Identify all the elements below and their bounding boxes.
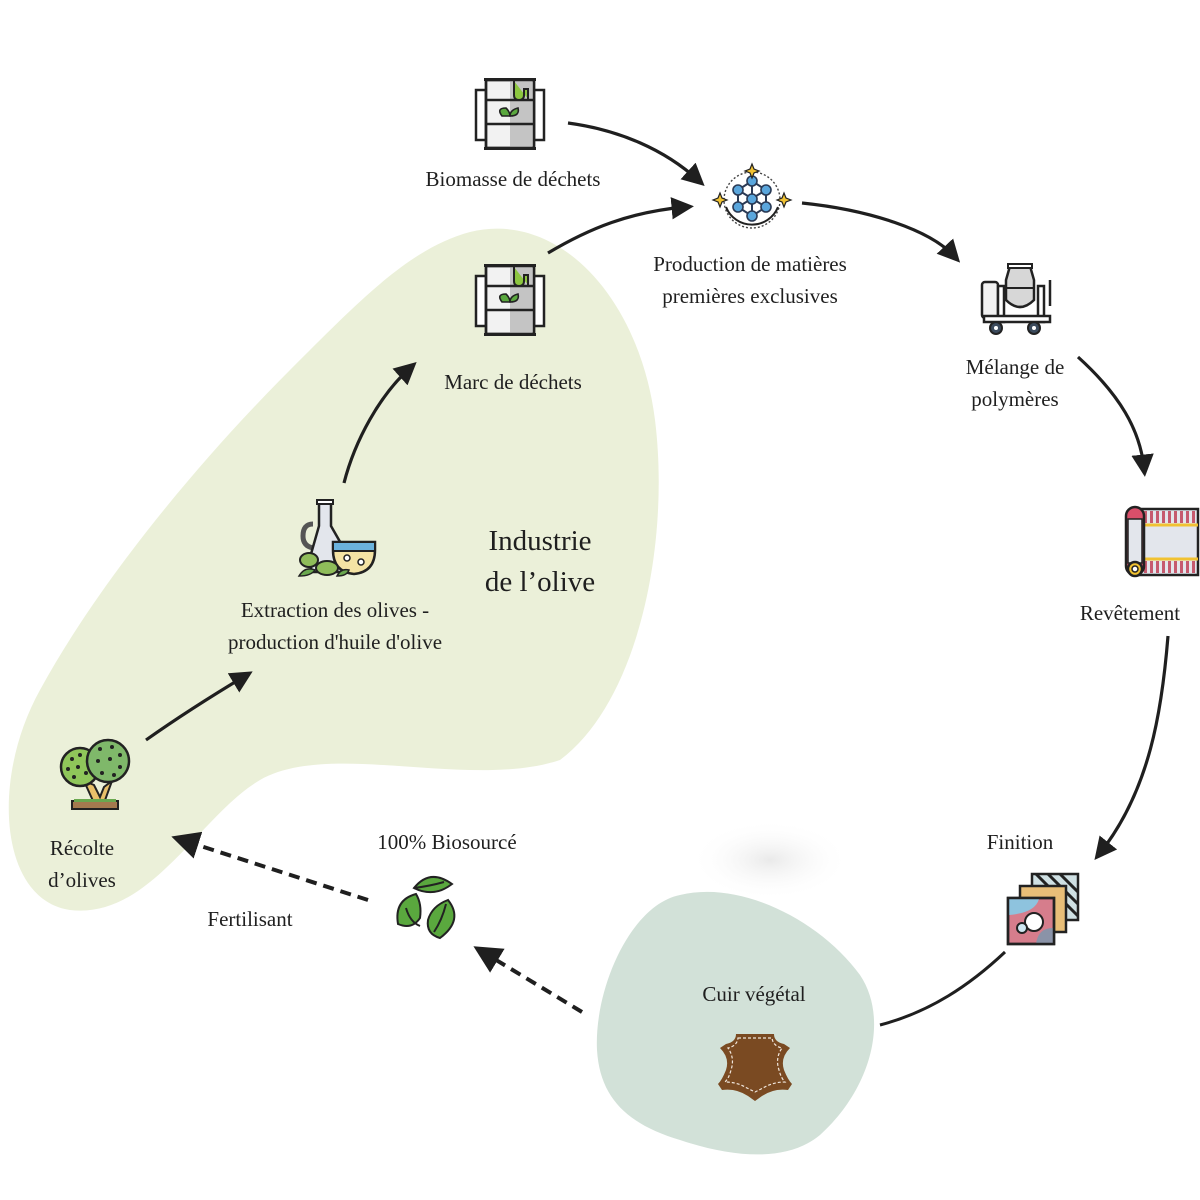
node-label-biomasse: Biomasse de déchets bbox=[425, 167, 601, 191]
soft-shadow bbox=[690, 820, 850, 900]
node-label-production-line2: premières exclusives bbox=[662, 284, 838, 308]
waste-barrel-icon bbox=[472, 262, 548, 338]
fabric-swatches-icon bbox=[1006, 870, 1082, 950]
arrow-cuir-to-biosource bbox=[473, 946, 584, 1014]
node-label-marc: Marc de déchets bbox=[444, 370, 582, 394]
edge-label-fertilisant: Fertilisant bbox=[207, 907, 293, 931]
node-label-recolte-line1: Récolte bbox=[49, 836, 115, 860]
node-label-recolte-line2: d’olives bbox=[48, 868, 116, 892]
arrow-revetement-to-finition bbox=[1094, 635, 1170, 861]
molecule-icon bbox=[711, 162, 793, 237]
leather-icon bbox=[716, 1030, 794, 1102]
arrow-biomasse-to-production bbox=[567, 121, 705, 187]
arrow-finition-to-cuir bbox=[879, 950, 1007, 1027]
arrow-marc-to-production bbox=[547, 197, 694, 255]
olive-tree-icon bbox=[58, 737, 132, 813]
node-label-revetement: Revêtement bbox=[1079, 601, 1181, 625]
vegan-leather-zone bbox=[596, 891, 875, 1155]
node-label-melange-line1: Mélange de bbox=[965, 355, 1065, 379]
arrow-melange-to-revetement bbox=[1076, 355, 1154, 477]
arrow-recolte-to-extraction bbox=[145, 671, 253, 742]
zone-label-line1: Industrie bbox=[488, 525, 592, 557]
waste-barrel-icon bbox=[472, 76, 548, 152]
fabric-roll-icon bbox=[1124, 503, 1200, 579]
node-label-melange-line2: polymères bbox=[971, 387, 1059, 411]
arrow-production-to-melange bbox=[801, 201, 961, 263]
arrow-extraction-to-marc bbox=[342, 362, 417, 484]
node-label-cuir: Cuir végétal bbox=[702, 982, 806, 1006]
node-label-extraction-line2: production d'huile d'olive bbox=[227, 630, 443, 654]
node-label-production-line1: Production de matières bbox=[653, 252, 847, 276]
arrow-biosource-to-recolte bbox=[171, 831, 369, 902]
concrete-mixer-icon bbox=[978, 262, 1058, 338]
node-label-finition: Finition bbox=[986, 830, 1054, 854]
node-label-extraction-line1: Extraction des olives - bbox=[240, 598, 430, 622]
olive-oil-icon bbox=[297, 499, 377, 580]
zone-label-line2: de l’olive bbox=[484, 566, 596, 598]
node-label-biosource: 100% Biosourcé bbox=[377, 830, 517, 854]
recycle-leaves-icon bbox=[388, 872, 470, 946]
